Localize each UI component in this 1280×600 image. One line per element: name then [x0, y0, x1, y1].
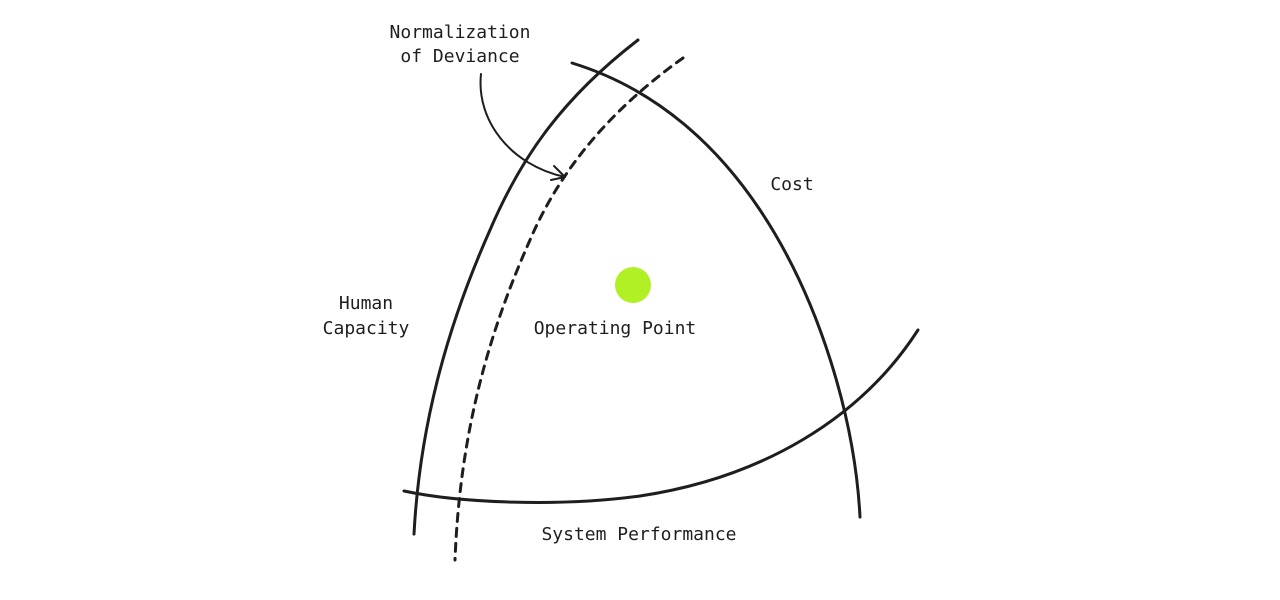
cost-label: Cost: [770, 174, 813, 195]
operating-point-dot: [615, 267, 651, 303]
normalization-label-line2: of Deviance: [400, 46, 519, 67]
cost-boundary: [570, 61, 862, 519]
operating-point-label: Operating Point: [534, 318, 697, 339]
human-capacity-label-line2: Capacity: [323, 318, 410, 339]
human-capacity-boundary: [412, 38, 640, 536]
normalization-of-deviance-boundary: [453, 56, 685, 562]
system-performance-boundary: [402, 328, 920, 504]
normalization-label-line1: Normalization: [390, 22, 531, 43]
system-performance-label: System Performance: [541, 524, 736, 545]
normalization-arrowhead: [550, 165, 566, 181]
human-capacity-label-line1: Human: [339, 293, 393, 314]
normalization-arrow: [479, 73, 566, 178]
